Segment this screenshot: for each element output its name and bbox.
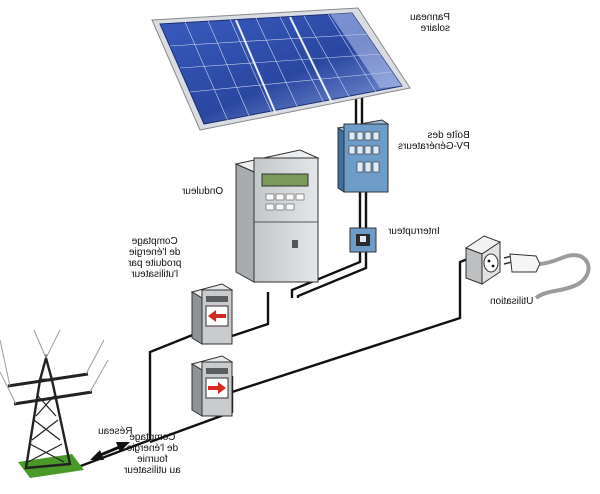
arrow-left-icon [208,310,226,322]
label-pv-junction-box: Boîte des PV-Générateurs [398,130,470,152]
label-meter-supplied: Comptage de l'énergie fournie au utilisa… [124,432,181,476]
label-meter-produced: Comptage de l'énergie produite par l'uti… [128,236,182,280]
cable-switch-to-inverter-1 [290,252,362,298]
solar-panel-icon [151,7,411,131]
cable-switch-to-inverter-2 [296,252,368,298]
label-usage: Utilisation [490,296,534,307]
label-switch: Interrupteur [388,226,440,237]
pv-junction-box-icon [336,119,390,193]
double-arrow-icon [90,442,130,460]
label-grid: Réseau [98,426,133,437]
energy-meter-icon [190,355,234,417]
cable-meter-to-grid-1 [148,330,201,440]
inverter-icon [234,149,320,283]
arrow-right-icon [208,382,226,394]
power-pylon-icon [0,329,109,478]
cable-panel-to-box [354,96,364,128]
switch-icon [349,227,377,253]
plug-icon [503,253,591,300]
cable-inverter-to-meter [231,292,270,338]
energy-meter-icon [190,283,234,345]
cable-grid [69,438,151,472]
label-inverter: Onduleur [182,186,224,197]
wall-socket-icon [464,235,502,285]
label-solar-panel: Panneau solaire [410,12,451,34]
cables [69,96,481,472]
cable-box-to-switch [358,188,368,228]
